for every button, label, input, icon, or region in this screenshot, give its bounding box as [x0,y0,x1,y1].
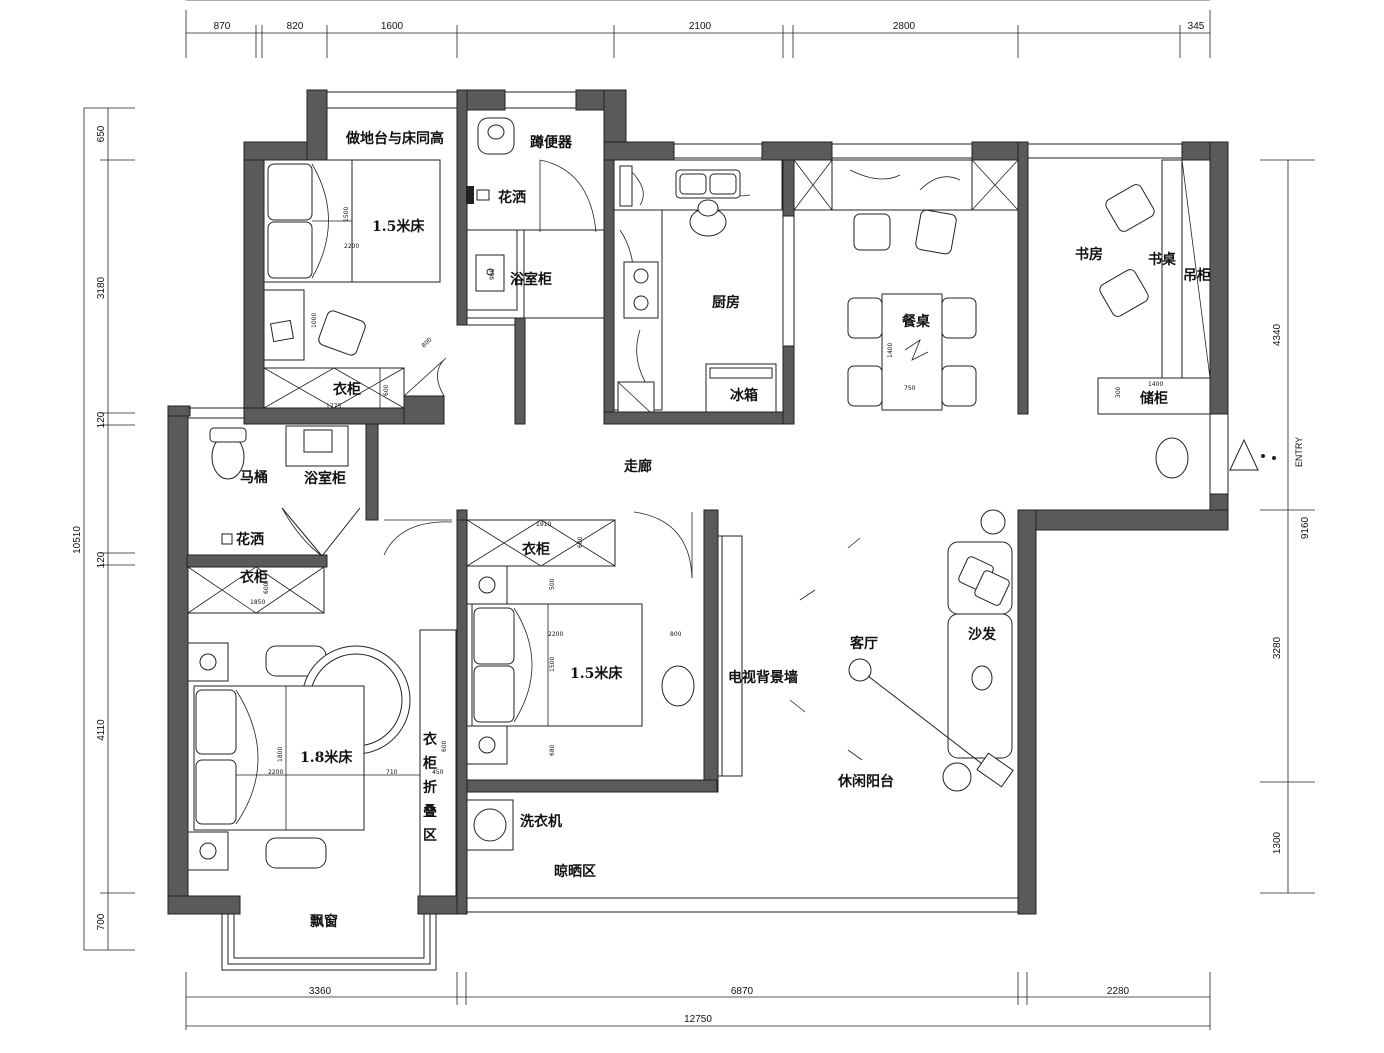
windows [188,91,1229,971]
label-bed-master: 1.8米床 [300,749,353,766]
fd-bed-top-l: 2200 [344,243,359,250]
fd-bed-master-len: 2200 [268,769,283,776]
fd-table-l: 1400 [887,343,894,358]
bath-left [187,425,361,614]
label-fold-area-1: 柜 [423,755,437,772]
label-entry: ENTRY [1294,437,1304,467]
label-kitchen: 厨房 [712,294,740,311]
fd-wardrobe-left-w: 1850 [250,599,265,606]
label-dining-table: 餐桌 [901,313,931,330]
dim-bottom-0: 3360 [309,986,332,997]
label-corridor: 走廊 [624,458,652,475]
label-vanity-top: 浴室柜 [510,271,552,288]
dim-right-0: 4340 [1272,323,1283,346]
fd-wardrobe-top-d: 600 [383,384,390,396]
dim-bottom-2: 2280 [1107,986,1130,997]
label-tv-wall: 电视背景墙 [728,669,798,686]
dimension-bottom: 3360 6870 2280 12750 [185,972,1211,1030]
label-toilet: 马桶 [240,469,268,486]
label-fold-area-3: 叠 [423,803,437,820]
fd-cab-study-w: 1400 [1148,381,1163,388]
dimension-right: 4340 9160 3280 1300 [1260,159,1315,894]
bedroom-mid [466,511,695,765]
dim-left-2: 120 [96,411,107,428]
bedroom-top [263,159,447,409]
fd-wardrobe-left-d: 600 [263,582,270,594]
fd-wardrobe-mid-w: 1910 [536,521,551,528]
dining [793,159,1019,411]
dimension-top: 870 820 1600 2100 2800 345 [185,0,1211,58]
dim-left-3: 120 [96,551,107,568]
dim-left-4: 4110 [96,719,107,741]
label-shower-top: 花洒 [498,189,526,206]
entry-area [1155,437,1276,479]
fd-table-w: 750 [904,385,916,392]
label-drying-area: 晾晒区 [554,863,596,880]
study [1097,159,1211,415]
dim-right-1: 9160 [1300,516,1311,539]
label-fridge: 冰箱 [730,387,758,404]
label-wardrobe-mid: 衣柜 [522,541,550,558]
fd-wardrobe-mid-d: 600 [577,536,584,548]
dim-right-2: 3280 [1272,636,1283,659]
bath-top [466,117,604,318]
label-hanging-cabinet: 吊柜 [1183,267,1211,284]
living [789,509,1014,792]
label-vanity-left: 浴室柜 [304,470,346,487]
fd-desk-top: 1000 [311,313,318,328]
label-cabinet: 储柜 [1139,390,1168,407]
label-bay-window: 飘窗 [310,913,338,930]
fd-gap-mid: 800 [670,631,682,638]
fd-bed-master-w: 1800 [277,747,284,762]
dim-left-0: 650 [96,125,107,142]
fd-vanity-top-d: 900 [489,268,496,280]
label-washer: 洗衣机 [520,813,562,830]
label-squat-toilet: 蹲便器 [530,134,573,151]
dim-top-4: 2800 [893,21,916,32]
fd-wardrobe-top-w: 1775 [326,403,341,410]
dim-left-1: 3180 [96,276,107,299]
label-desk: 书桌 [1148,251,1177,268]
bedroom-master [187,629,457,897]
fd-fold-w: 450 [432,769,444,776]
label-study: 书房 [1075,246,1103,263]
label-wardrobe-left: 衣柜 [240,569,268,586]
fd-side-mid-a: 500 [549,578,556,590]
dim-top-0: 870 [214,21,231,32]
dim-top-5: 345 [1188,21,1205,32]
room-labels: 做地台与床同高 蹲便器 花洒 浴室柜 1.5米床 衣柜 厨房 冰箱 餐桌 书房 … [236,130,1304,930]
fd-cab-study-d: 300 [1115,386,1122,398]
label-shower-left: 花洒 [236,531,264,548]
dim-right-3: 1300 [1272,831,1283,854]
label-leisure-balcony: 休闲阳台 [837,773,894,790]
label-fold-area-0: 衣 [423,731,438,748]
fd-bed-mid-len: 2200 [548,631,563,638]
fd-bed-top-w: 1500 [343,207,350,222]
fd-door-top: 800 [420,336,433,349]
dim-top-1: 820 [287,21,304,32]
fd-gap-master: 710 [386,769,398,776]
label-wardrobe-top: 衣柜 [333,381,361,398]
laundry [383,519,514,851]
fd-side-mid-b: 680 [549,744,556,756]
dimension-left: 650 3180 120 120 4110 700 10510 [72,107,135,951]
kitchen [613,159,783,413]
dim-top-3: 2100 [689,21,712,32]
fd-bed-mid-w: 1500 [549,657,556,672]
dim-top-2: 1600 [381,21,404,32]
label-fold-area-2: 折 [423,779,437,796]
tv-wall-unit [717,535,743,777]
label-fold-area-4: 区 [423,828,437,844]
dim-bottom-total: 12750 [684,1014,712,1025]
dim-left-total: 10510 [72,526,83,554]
label-platform-note: 做地台与床同高 [345,130,444,147]
label-sofa: 沙发 [968,626,997,643]
label-bed-mid: 1.5米床 [570,665,623,682]
label-living-room: 客厅 [849,635,878,652]
dim-left-5: 700 [96,913,107,930]
label-bed-top: 1.5米床 [372,218,425,235]
dim-bottom-1: 6870 [731,986,754,997]
fd-fold-d: 600 [441,740,448,752]
